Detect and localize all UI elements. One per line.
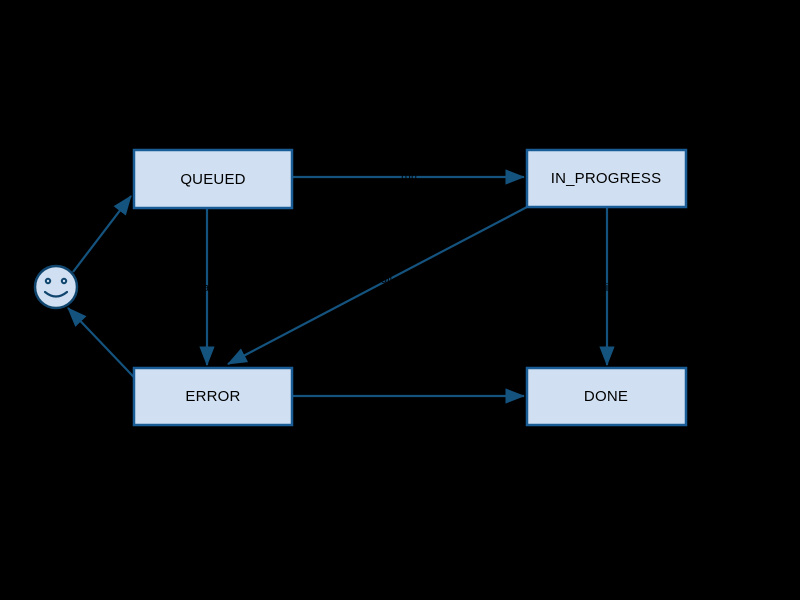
state-box-in-progress[interactable] <box>525 148 688 209</box>
state-box-error[interactable] <box>132 366 294 427</box>
edge-in-progress-to-done: finish <box>594 207 620 367</box>
state-label-done: DONE <box>584 388 628 405</box>
state-label-in-progress: IN_PROGRESS <box>551 170 662 187</box>
smiley-right-eye-icon <box>60 277 68 285</box>
edge-label-queued-to-in-progress: run <box>401 171 417 183</box>
edge-label-in-progress-to-error: fail <box>378 274 392 286</box>
state-box-done[interactable] <box>525 366 688 427</box>
smiley-mouth-icon <box>43 290 69 298</box>
edge-label-in-progress-to-done: finish <box>594 282 620 294</box>
smiley-left-eye-icon <box>44 277 52 285</box>
edge-in-progress-to-error: fail <box>227 206 528 365</box>
start-node[interactable] <box>33 264 79 310</box>
state-label-error: ERROR <box>185 388 240 405</box>
state-node-done[interactable]: DONE <box>525 366 688 427</box>
state-label-queued: QUEUED <box>180 171 245 188</box>
state-node-error[interactable]: ERROR <box>132 366 294 427</box>
edge-label-queued-to-error: fail <box>200 282 214 294</box>
edge-in-progress-to-error-line <box>227 206 528 365</box>
state-box-queued[interactable] <box>132 148 294 210</box>
edge-start-to-queued <box>72 195 132 273</box>
edge-start-to-queued-line <box>72 195 132 273</box>
state-node-in-progress[interactable]: IN_PROGRESS <box>525 148 688 209</box>
smiley-face-icon[interactable] <box>33 264 79 310</box>
edge-queued-to-in-progress: run <box>292 169 526 185</box>
state-node-queued[interactable]: QUEUED <box>132 148 294 210</box>
edge-queued-to-error: fail <box>199 208 215 367</box>
